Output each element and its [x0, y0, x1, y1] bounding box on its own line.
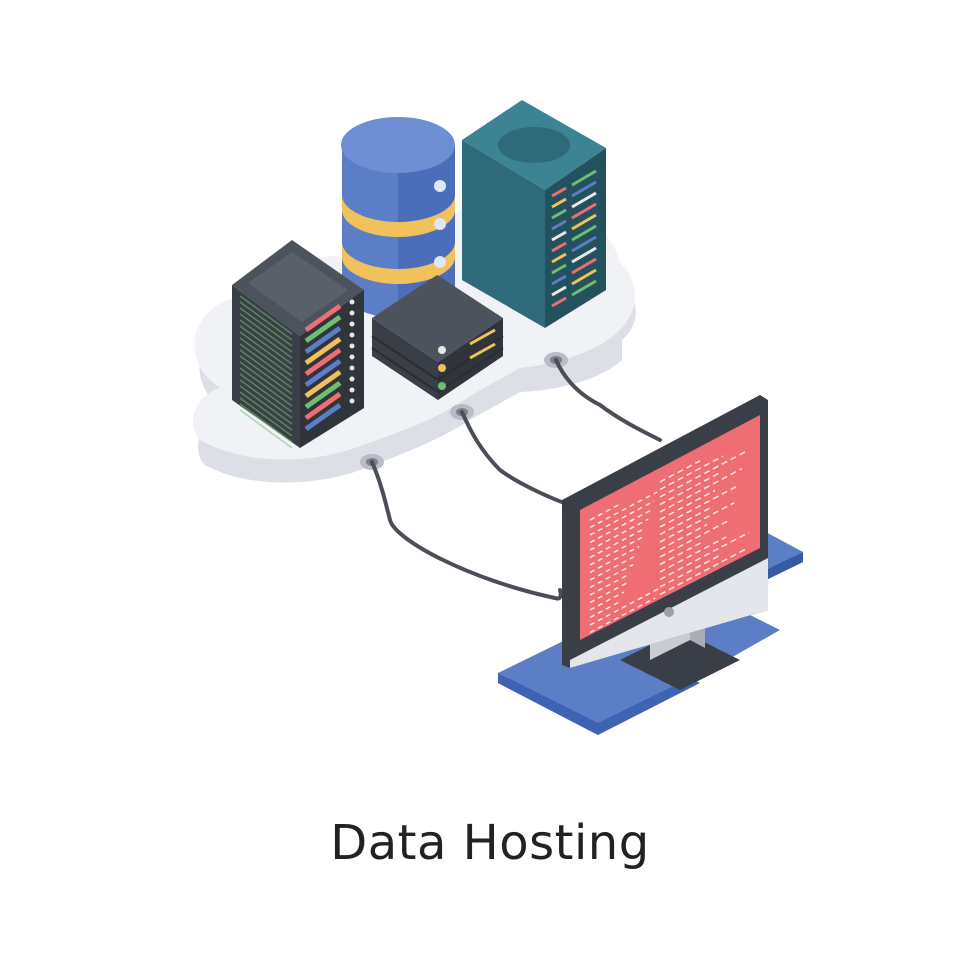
server-stack-icon	[371, 275, 504, 400]
database-icon	[341, 117, 455, 318]
server-rack-icon	[232, 240, 364, 449]
monitor-icon	[498, 395, 803, 735]
cable-icon	[370, 358, 662, 601]
server-rack-icon	[462, 100, 606, 328]
caption-title: Data Hosting	[330, 815, 650, 871]
